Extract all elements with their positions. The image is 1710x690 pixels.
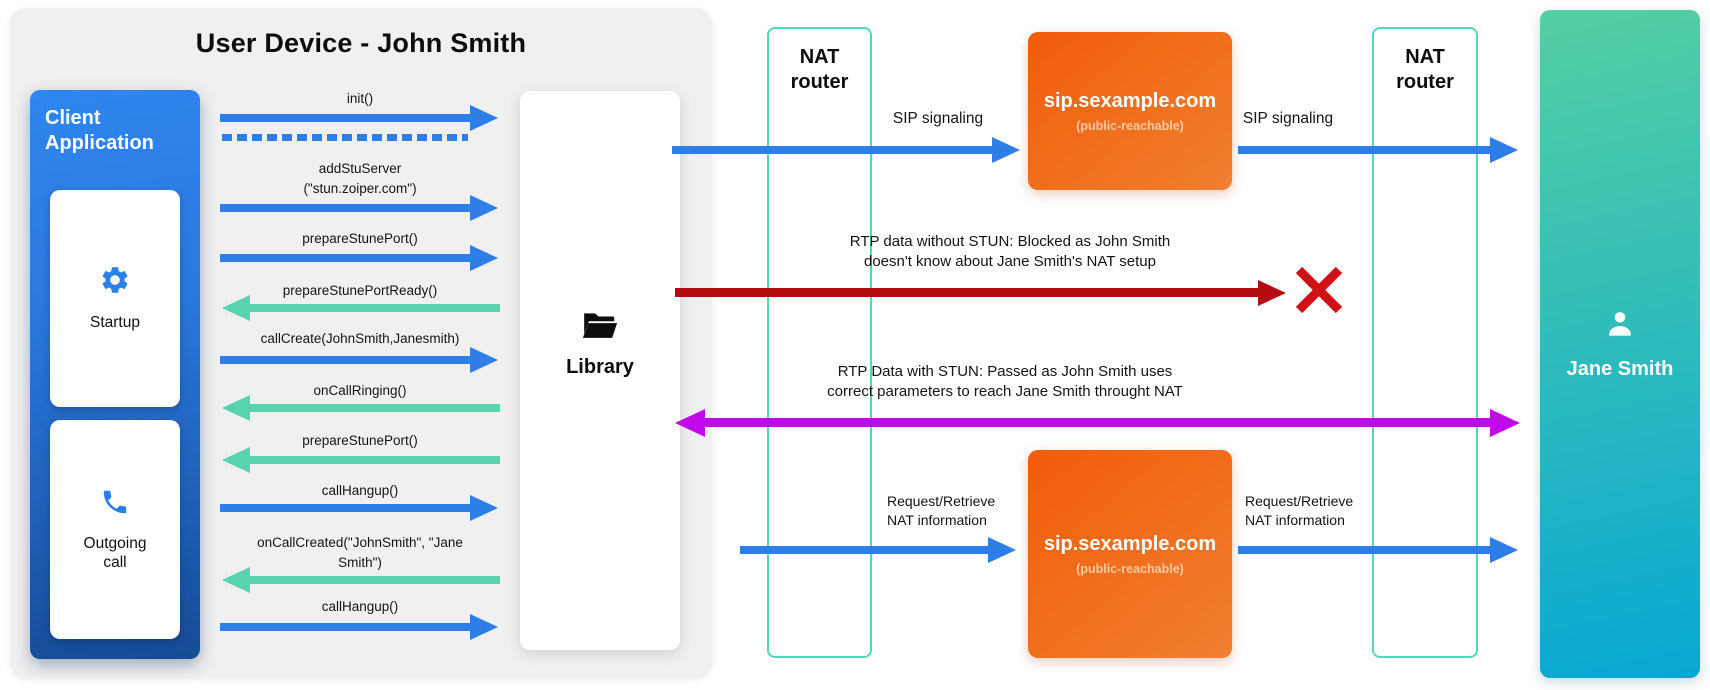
flow-label: init() bbox=[346, 91, 374, 106]
startup-card-label: Startup bbox=[90, 314, 140, 332]
jane-smith-label: Jane Smith bbox=[1566, 358, 1674, 380]
gear-icon bbox=[99, 264, 131, 301]
flow-label: prepareStunePort() bbox=[302, 231, 418, 246]
nat-request-label-right: Request/Retrieve NAT information bbox=[1245, 493, 1354, 528]
flow-label: prepareStunePortReady() bbox=[282, 283, 438, 298]
flow-arrow bbox=[220, 254, 470, 262]
flow-arrow bbox=[250, 576, 500, 584]
library-label: Library bbox=[566, 356, 634, 378]
flow-arrow bbox=[250, 304, 500, 312]
rtp-blocked-label: RTP data without STUN: Blocked as John S… bbox=[849, 233, 1171, 270]
nat-router-right-label: NAT router bbox=[1396, 46, 1454, 93]
sip-server-top-title: sip.sexample.com bbox=[1043, 89, 1217, 112]
sip-server-bottom-title: sip.sexample.com bbox=[1043, 532, 1217, 555]
rtp-blocked-arrow bbox=[675, 288, 1258, 297]
rtp-stun-arrow bbox=[705, 418, 1490, 427]
startup-card: Startup bbox=[50, 190, 180, 407]
client-application-box: Client Application Startup Outgoing call bbox=[30, 90, 200, 659]
outgoing-call-card-label: Outgoing call bbox=[83, 534, 147, 571]
nat-request-label-left: Request/Retrieve NAT information bbox=[887, 493, 996, 528]
sip-server-top-subtitle: (public-reachable) bbox=[1076, 118, 1184, 133]
flow-arrow bbox=[220, 114, 470, 122]
flow-arrow bbox=[220, 204, 470, 212]
flow-arrow bbox=[250, 456, 500, 464]
rtp-stun-label: RTP Data with STUN: Passed as John Smith… bbox=[827, 363, 1183, 400]
nat-request-arrow-right bbox=[1238, 546, 1490, 554]
blocked-x-icon bbox=[1294, 265, 1344, 315]
folder-icon bbox=[581, 310, 619, 347]
jane-smith-box: Jane Smith bbox=[1540, 10, 1700, 678]
phone-icon bbox=[100, 487, 130, 522]
sip-signaling-arrow-right bbox=[1238, 146, 1490, 154]
sip-server-bottom-box: sip.sexample.com (public-reachable) bbox=[1028, 450, 1232, 658]
nat-router-left-label: NAT router bbox=[790, 46, 849, 93]
person-icon bbox=[1603, 307, 1637, 346]
library-box: Library bbox=[520, 91, 680, 650]
client-application-title: Client Application bbox=[45, 107, 154, 154]
sip-server-top-box: sip.sexample.com (public-reachable) bbox=[1028, 32, 1232, 190]
flow-arrow bbox=[220, 504, 470, 512]
flow-arrow-dashed bbox=[222, 134, 468, 141]
flow-label: onCallRinging() bbox=[313, 383, 407, 398]
flow-label: onCallCreated("JohnSmith", "Jane Smith") bbox=[257, 535, 463, 570]
panel-title: User Device - John Smith bbox=[195, 28, 527, 58]
nat-router-right-box: NAT router bbox=[1372, 27, 1478, 658]
outgoing-call-card: Outgoing call bbox=[50, 420, 180, 639]
flow-arrow bbox=[250, 404, 500, 412]
sip-server-bottom-subtitle: (public-reachable) bbox=[1076, 561, 1184, 576]
flow-label: callHangup() bbox=[321, 483, 399, 498]
flow-arrow bbox=[220, 356, 470, 364]
flow-label: callHangup() bbox=[321, 599, 399, 614]
sip-signaling-arrow-left bbox=[672, 146, 992, 154]
library-content: Library bbox=[566, 310, 634, 379]
nat-router-left-box: NAT router bbox=[767, 27, 872, 658]
flow-label: addStuServer ("stun.zoiper.com") bbox=[303, 161, 417, 196]
sip-signaling-label-right: SIP signaling bbox=[1242, 110, 1334, 127]
flow-label: callCreate(JohnSmith,Janesmith) bbox=[260, 331, 460, 346]
sip-signaling-label-left: SIP signaling bbox=[892, 110, 984, 127]
nat-request-arrow-left bbox=[740, 546, 988, 554]
flow-arrow bbox=[220, 623, 470, 631]
flow-label: prepareStunePort() bbox=[302, 433, 418, 448]
